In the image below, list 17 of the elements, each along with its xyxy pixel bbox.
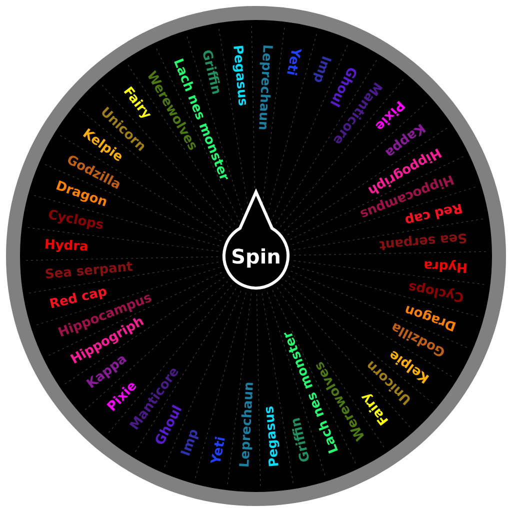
wheel-label: Imp xyxy=(313,56,332,82)
wheel-label: Griffin xyxy=(203,50,220,94)
wheel-label: Leprechaun xyxy=(239,382,253,466)
wheel-label: Yeti xyxy=(210,436,225,463)
spin-button: Spin xyxy=(222,190,290,290)
wheel-label: Sea serpant xyxy=(46,262,133,278)
wheel-label: Sea serpant xyxy=(379,234,466,250)
wheel-label: Imp xyxy=(180,430,199,456)
wheel-label: Hydra xyxy=(46,239,88,252)
wheel-label: Hydra xyxy=(424,260,466,273)
wheel-label: Pegasus xyxy=(266,406,280,466)
wheel-label: Griffin xyxy=(292,418,309,462)
wheel-label: Yeti xyxy=(287,49,302,76)
wheel-label: Pegasus xyxy=(232,46,246,106)
wheel-label: Cyclops xyxy=(48,210,103,230)
wheel-label: Leprechaun xyxy=(259,46,273,130)
wheel-label: Cyclops xyxy=(409,282,464,302)
